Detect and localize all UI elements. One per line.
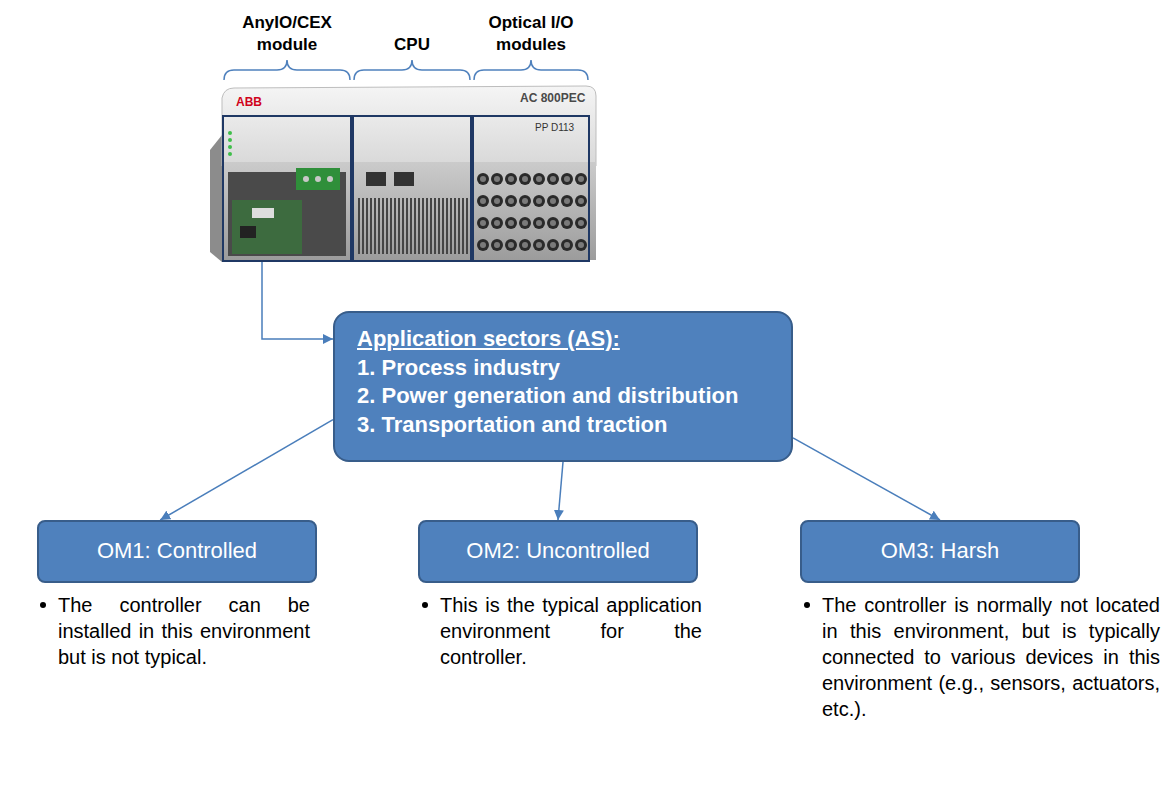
- status-led: [228, 152, 232, 156]
- module-outline: Optical I/O modules: [472, 115, 590, 262]
- optical-connectors: [476, 168, 588, 256]
- ethernet-port: [366, 172, 386, 186]
- status-led: [228, 131, 232, 135]
- circuit-board: [232, 200, 302, 254]
- brace: [354, 60, 470, 80]
- status-led: [228, 138, 232, 142]
- connector-arrow: [793, 438, 940, 520]
- housing-top: [222, 86, 596, 166]
- connector-arrow: [558, 462, 563, 520]
- mode-label: OM2: Uncontrolled: [466, 538, 649, 564]
- brand-logo: ABB: [236, 95, 262, 109]
- sector-heading: Application sectors (AS):: [357, 325, 769, 354]
- module-label: CPU: [354, 34, 470, 56]
- mode-description: The controller is normally not located i…: [822, 592, 1160, 722]
- terminal-screw: [327, 176, 333, 182]
- sector-item: 3. Transportation and traction: [357, 411, 769, 440]
- terminal-screw: [303, 176, 309, 182]
- mode-description: The controller can be installed in this …: [58, 592, 310, 670]
- mode-label: OM1: Controlled: [97, 538, 257, 564]
- module-label: Optical I/O modules: [474, 12, 588, 56]
- housing-front: [222, 162, 596, 260]
- mode-box: OM1: Controlled: [37, 520, 317, 583]
- module-braces: [224, 60, 588, 80]
- ethernet-port: [394, 172, 414, 186]
- module-outline: AnyIO/CEX module: [222, 115, 352, 262]
- model-name: AC 800PEC: [520, 91, 585, 105]
- board-chip: [240, 226, 256, 238]
- brace: [224, 60, 350, 80]
- mode-box: OM3: Harsh: [800, 520, 1080, 583]
- controller-photo: [210, 86, 596, 262]
- bullet-dot: [40, 602, 46, 608]
- mode-box: OM2: Uncontrolled: [418, 520, 698, 583]
- type-code: PP D113: [535, 122, 574, 133]
- bullet-dot: [804, 602, 810, 608]
- mode-label: OM3: Harsh: [881, 538, 1000, 564]
- sector-item: 1. Process industry: [357, 354, 769, 383]
- connector-arrow: [160, 420, 333, 520]
- module-label: AnyIO/CEX module: [224, 12, 350, 56]
- module-outline: CPU: [352, 115, 472, 262]
- board-connector: [252, 208, 274, 218]
- terminal-block: [296, 168, 340, 190]
- brace: [474, 60, 588, 80]
- vent-grille: [358, 198, 468, 254]
- sector-box: Application sectors (AS):1. Process indu…: [333, 311, 793, 462]
- connector-arrow: [262, 262, 333, 339]
- mode-description: This is the typical application environm…: [440, 592, 702, 670]
- side-fin: [210, 135, 222, 262]
- terminal-screw: [315, 176, 321, 182]
- status-led: [228, 145, 232, 149]
- bullet-dot: [422, 602, 428, 608]
- sector-item: 2. Power generation and distribution: [357, 382, 769, 411]
